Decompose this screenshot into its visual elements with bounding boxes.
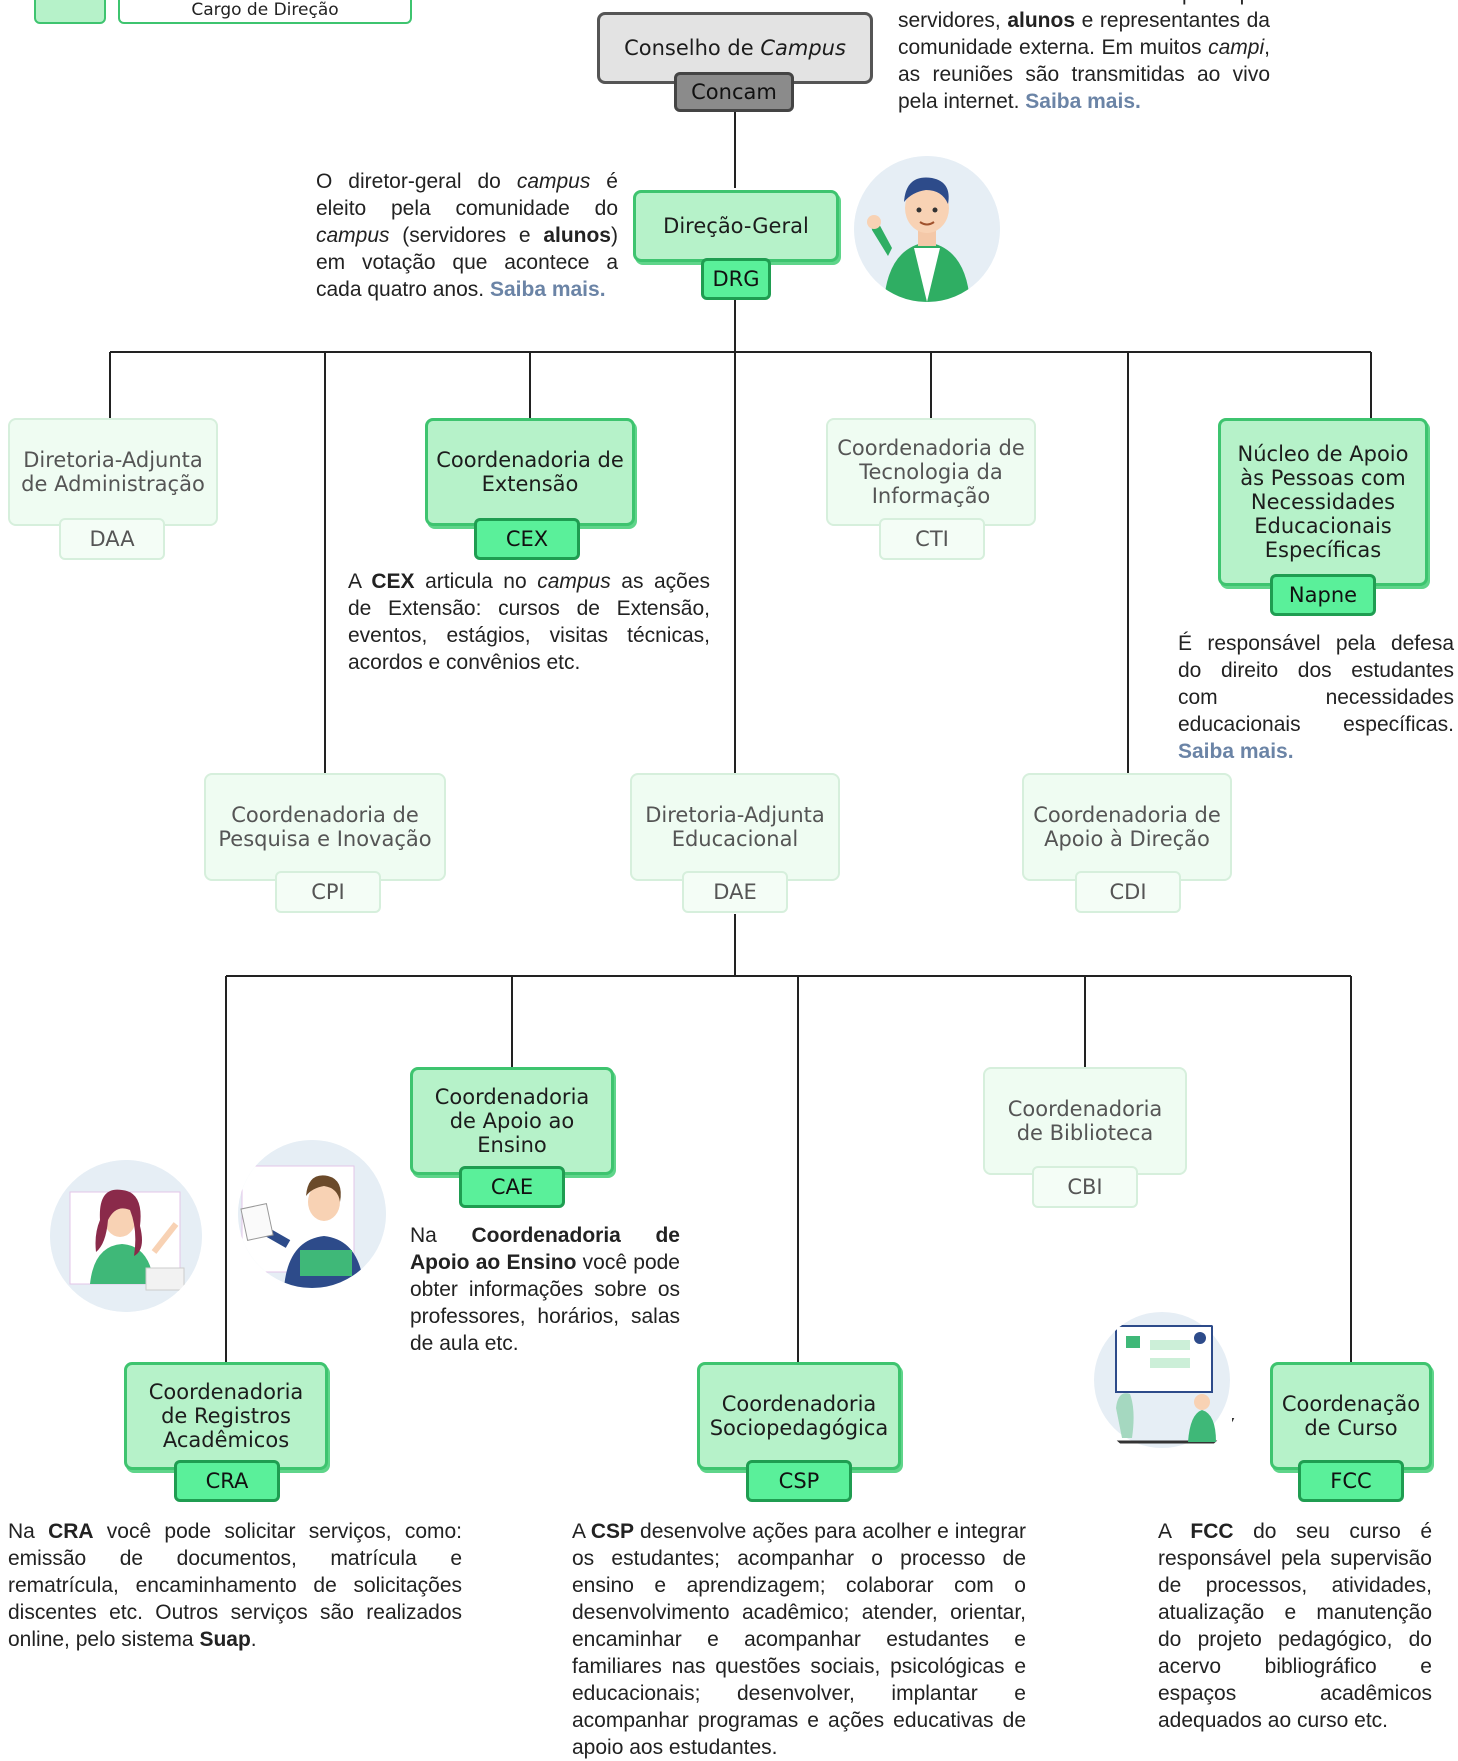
- node-daa[interactable]: Diretoria-Adjunta de Administração: [8, 418, 218, 526]
- desc-drg: O diretor-geral do campus é eleito pela …: [316, 170, 618, 301]
- saiba-mais-link[interactable]: Saiba mais.: [1025, 90, 1141, 113]
- node-napne[interactable]: Núcleo de Apoio às Pessoas com Necessida…: [1218, 418, 1428, 586]
- desc-napne: É responsável pela defesa do direito dos…: [1178, 632, 1454, 763]
- node-cbi[interactable]: Coordenadoria de Biblioteca: [983, 1067, 1187, 1175]
- node-cra[interactable]: Coordenadoria de Registros Acadêmicos: [124, 1362, 328, 1470]
- tag-cbi: CBI: [1032, 1166, 1138, 1208]
- saiba-mais-link[interactable]: Saiba mais.: [489, 278, 606, 301]
- tag-fcc: FCC: [1298, 1460, 1404, 1502]
- coordination-illustration: [1092, 1310, 1242, 1460]
- desc-cae: Na Coordenadoria de Apoio ao Ensino você…: [410, 1224, 680, 1355]
- tag-cpi: CPI: [275, 871, 381, 913]
- desc-concam: O conselho deliberativo é composto por s…: [898, 0, 1270, 113]
- saiba-mais-link[interactable]: Saiba mais.: [1178, 740, 1294, 763]
- tag-concam: Concam: [674, 72, 794, 112]
- node-cpi[interactable]: Coordenadoria de Pesquisa e Inovação: [204, 773, 446, 881]
- node-cti[interactable]: Coordenadoria de Tecnologia da Informaçã…: [826, 418, 1036, 526]
- node-fcc[interactable]: Coordenação de Curso: [1270, 1362, 1432, 1470]
- node-dae[interactable]: Diretoria-Adjunta Educacional: [630, 773, 840, 881]
- node-cex[interactable]: Coordenadoria de Extensão: [425, 418, 635, 526]
- tag-drg: DRG: [701, 258, 771, 300]
- teacher-illustration: [238, 1140, 386, 1288]
- node-concam[interactable]: Conselho de Campus: [597, 12, 873, 84]
- tag-napne: Napne: [1270, 574, 1376, 616]
- legend-label: Cargo de Direção: [118, 0, 412, 24]
- node-csp[interactable]: Coordenadoria Sociopedagógica: [697, 1362, 901, 1470]
- tag-cae: CAE: [459, 1166, 565, 1208]
- tag-cti: CTI: [879, 518, 985, 560]
- tag-cex: CEX: [474, 518, 580, 560]
- node-cae[interactable]: Coordenadoria de Apoio ao Ensino: [410, 1067, 614, 1175]
- node-drg[interactable]: Direção-Geral: [633, 190, 839, 262]
- director-illustration: [854, 156, 1000, 302]
- node-concam-title: Conselho de Campus: [624, 36, 846, 60]
- tag-dae: DAE: [682, 871, 788, 913]
- tag-daa: DAA: [59, 518, 165, 560]
- desc-cex: A CEX articula no campus as ações de Ext…: [348, 570, 711, 674]
- tag-cra: CRA: [174, 1460, 280, 1502]
- tag-csp: CSP: [746, 1460, 852, 1502]
- tag-cdi: CDI: [1075, 871, 1181, 913]
- desc-cra: Na CRA você pode solicitar serviços, com…: [8, 1520, 462, 1651]
- node-cdi[interactable]: Coordenadoria de Apoio à Direção: [1022, 773, 1232, 881]
- desc-csp: A CSP desenvolve ações para acolher e in…: [572, 1520, 1027, 1759]
- desc-fcc: A FCC do seu curso é responsável pela su…: [1158, 1520, 1433, 1732]
- student-illustration: [50, 1160, 202, 1312]
- legend-swatch: [34, 0, 106, 24]
